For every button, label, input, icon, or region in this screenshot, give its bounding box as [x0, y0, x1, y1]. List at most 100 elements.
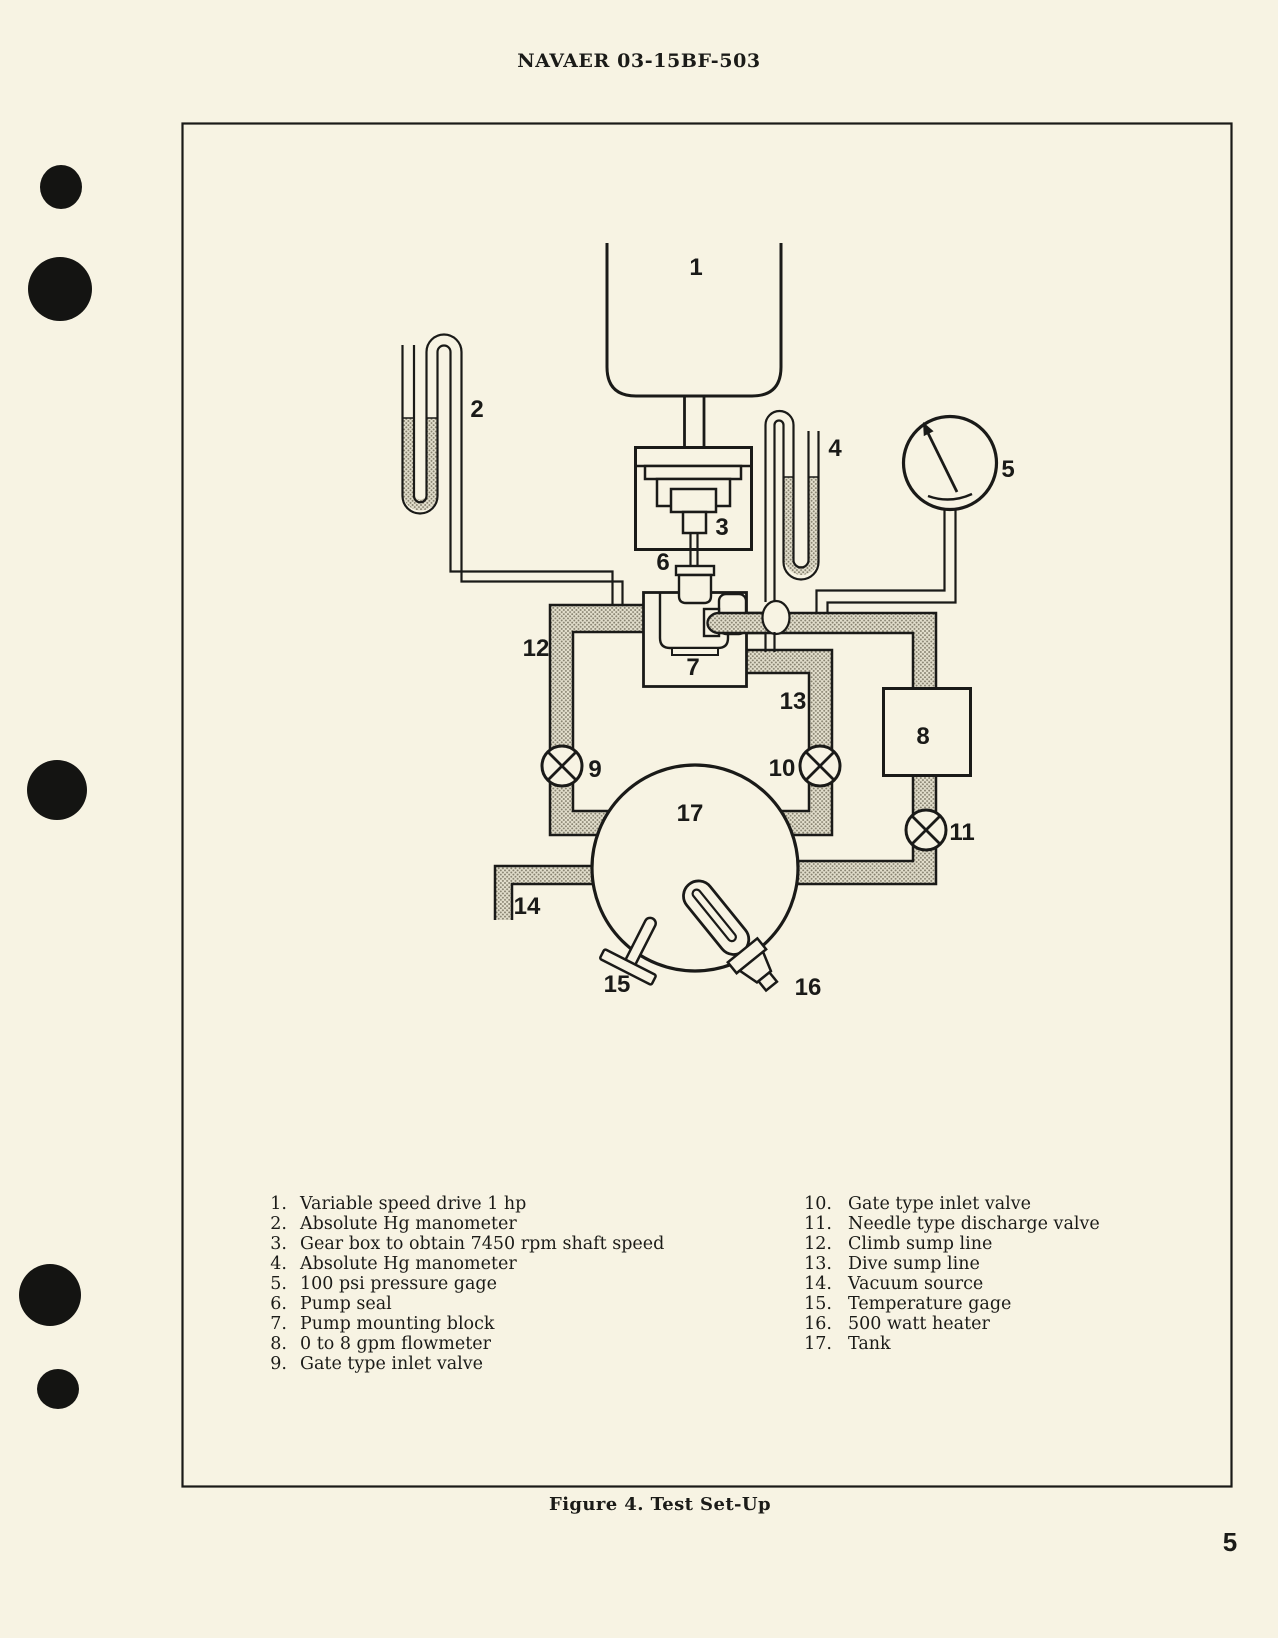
legend-item: 9.Gate type inlet valve	[240, 1354, 664, 1374]
legend-item: 1. Variable speed drive 1 hp	[240, 1194, 664, 1214]
legend-item: 4.Absolute Hg manometer	[240, 1254, 664, 1274]
label-16: 16	[795, 974, 822, 1001]
gage-needle-arrow	[923, 422, 934, 437]
vacuum-line	[495, 866, 600, 920]
manometer-tube-lower	[764, 632, 776, 652]
pressure-gage	[815, 414, 999, 612]
valves	[540, 744, 948, 852]
diagram-labels: 1 2 3 4 5 6 7 8 9 10 11 12 13 14 15 16 1…	[470, 254, 1014, 1001]
legend-text: Gear box to obtain 7450 rpm shaft speed	[300, 1234, 665, 1254]
label-13: 13	[780, 688, 807, 715]
label-3: 3	[715, 514, 728, 541]
manometer-tube	[401, 344, 614, 604]
gage-dial	[901, 414, 999, 512]
legend-column-left: 1. Variable speed drive 1 hp 2.Absolute H…	[240, 1194, 664, 1374]
legend-number: 3.	[270, 1234, 287, 1254]
variable-speed-drive	[605, 243, 783, 398]
label-17: 17	[677, 800, 704, 827]
legend-number: 7.	[270, 1314, 287, 1334]
manometer-right	[761, 409, 820, 652]
legend-text: Gate type inlet valve	[848, 1194, 1031, 1214]
mercury-column	[403, 418, 414, 498]
heater-plug	[737, 949, 773, 984]
label-11: 11	[949, 819, 974, 846]
legend-item: 15. Temperature gage	[790, 1294, 1100, 1314]
binder-hole	[40, 165, 82, 209]
label-4: 4	[828, 435, 842, 462]
legend-text: Tank	[848, 1334, 891, 1354]
label-10: 10	[769, 755, 796, 782]
vacuum-line-outline	[493, 864, 600, 920]
label-9: 9	[588, 756, 601, 783]
label-14: 14	[514, 893, 541, 920]
legend-text: Climb sump line	[848, 1234, 993, 1254]
pump-outlet-cap-outline	[706, 611, 765, 635]
legend-text: 500 watt heater	[848, 1314, 990, 1334]
label-7: 7	[686, 654, 699, 681]
legend-item: 10. Gate type inlet valve	[790, 1194, 1100, 1214]
label-6: 6	[656, 549, 669, 576]
legend-item: 16. 500 watt heater	[790, 1314, 1100, 1334]
legend-number: 16.	[804, 1314, 832, 1334]
legend-number: 8.	[270, 1334, 287, 1354]
legend-number: 9.	[270, 1354, 287, 1374]
legend-number: 5.	[270, 1274, 287, 1294]
gate-inlet-valve-10	[798, 744, 842, 788]
legend-item: 12. Climb sump line	[790, 1234, 1100, 1254]
gage-needle	[925, 430, 959, 493]
legend-number: 2.	[270, 1214, 287, 1234]
manometer-left	[401, 333, 624, 604]
legend-number: 1.	[270, 1194, 287, 1214]
gage-tube	[815, 505, 946, 612]
mercury-column	[809, 477, 819, 562]
legend-number: 11.	[804, 1214, 832, 1234]
legend-number: 15.	[804, 1294, 832, 1314]
tube-crossover	[761, 599, 791, 636]
legend-text: Pump mounting block	[300, 1314, 495, 1334]
pump-seal	[677, 573, 713, 605]
mercury-column	[784, 477, 793, 562]
legend-item: 2.Absolute Hg manometer	[240, 1214, 664, 1234]
label-12: 12	[523, 635, 550, 662]
figure-border	[181, 122, 1233, 1488]
pipes	[493, 603, 938, 920]
legend-item: 6. Pump seal	[240, 1294, 664, 1314]
legend-number: 17.	[804, 1334, 832, 1354]
needle-discharge-valve-11	[904, 808, 948, 852]
page-number: 5	[1222, 1527, 1238, 1557]
document-number-header: NAVAER 03-15BF-503	[517, 50, 761, 72]
gage-tube	[826, 505, 957, 612]
manometer-tube	[773, 419, 820, 602]
binder-holes	[19, 165, 92, 1409]
binder-hole	[28, 257, 92, 321]
legend-item: 13.Dive sump line	[790, 1254, 1100, 1274]
legend-item: 5. 100 psi pressure gage	[240, 1274, 664, 1294]
legend-number: 12.	[804, 1234, 832, 1254]
mercury-bend	[784, 557, 819, 575]
heater-tip	[756, 970, 779, 993]
label-2: 2	[470, 396, 483, 423]
binder-hole	[19, 1264, 81, 1326]
legend-text: Temperature gage	[848, 1294, 1012, 1314]
legend-text: Pump seal	[300, 1294, 392, 1314]
temperature-gage	[599, 916, 657, 986]
legend-text: Variable speed drive 1 hp	[300, 1194, 527, 1214]
legend-text: 0 to 8 gpm flowmeter	[300, 1334, 491, 1354]
gear-box	[634, 446, 753, 566]
label-1: 1	[689, 254, 702, 281]
heater-loop-slot	[691, 888, 737, 943]
drive-shaft	[683, 396, 706, 447]
pump-outlet-cap	[707, 613, 765, 633]
legend-text: Needle type discharge valve	[848, 1214, 1100, 1234]
figure-caption: Figure 4. Test Set-Up	[549, 1494, 771, 1515]
legend-item: 3. Gear box to obtain 7450 rpm shaft spee…	[240, 1234, 664, 1254]
label-8: 8	[916, 723, 929, 750]
cavity-plate	[671, 647, 719, 656]
binder-hole	[27, 760, 87, 820]
legend-number: 10.	[804, 1194, 832, 1214]
legend-number: 6.	[270, 1294, 287, 1314]
legend-text: Vacuum source	[848, 1274, 984, 1294]
legend-text: 100 psi pressure gage	[300, 1274, 497, 1294]
mercury-bend	[403, 492, 438, 511]
